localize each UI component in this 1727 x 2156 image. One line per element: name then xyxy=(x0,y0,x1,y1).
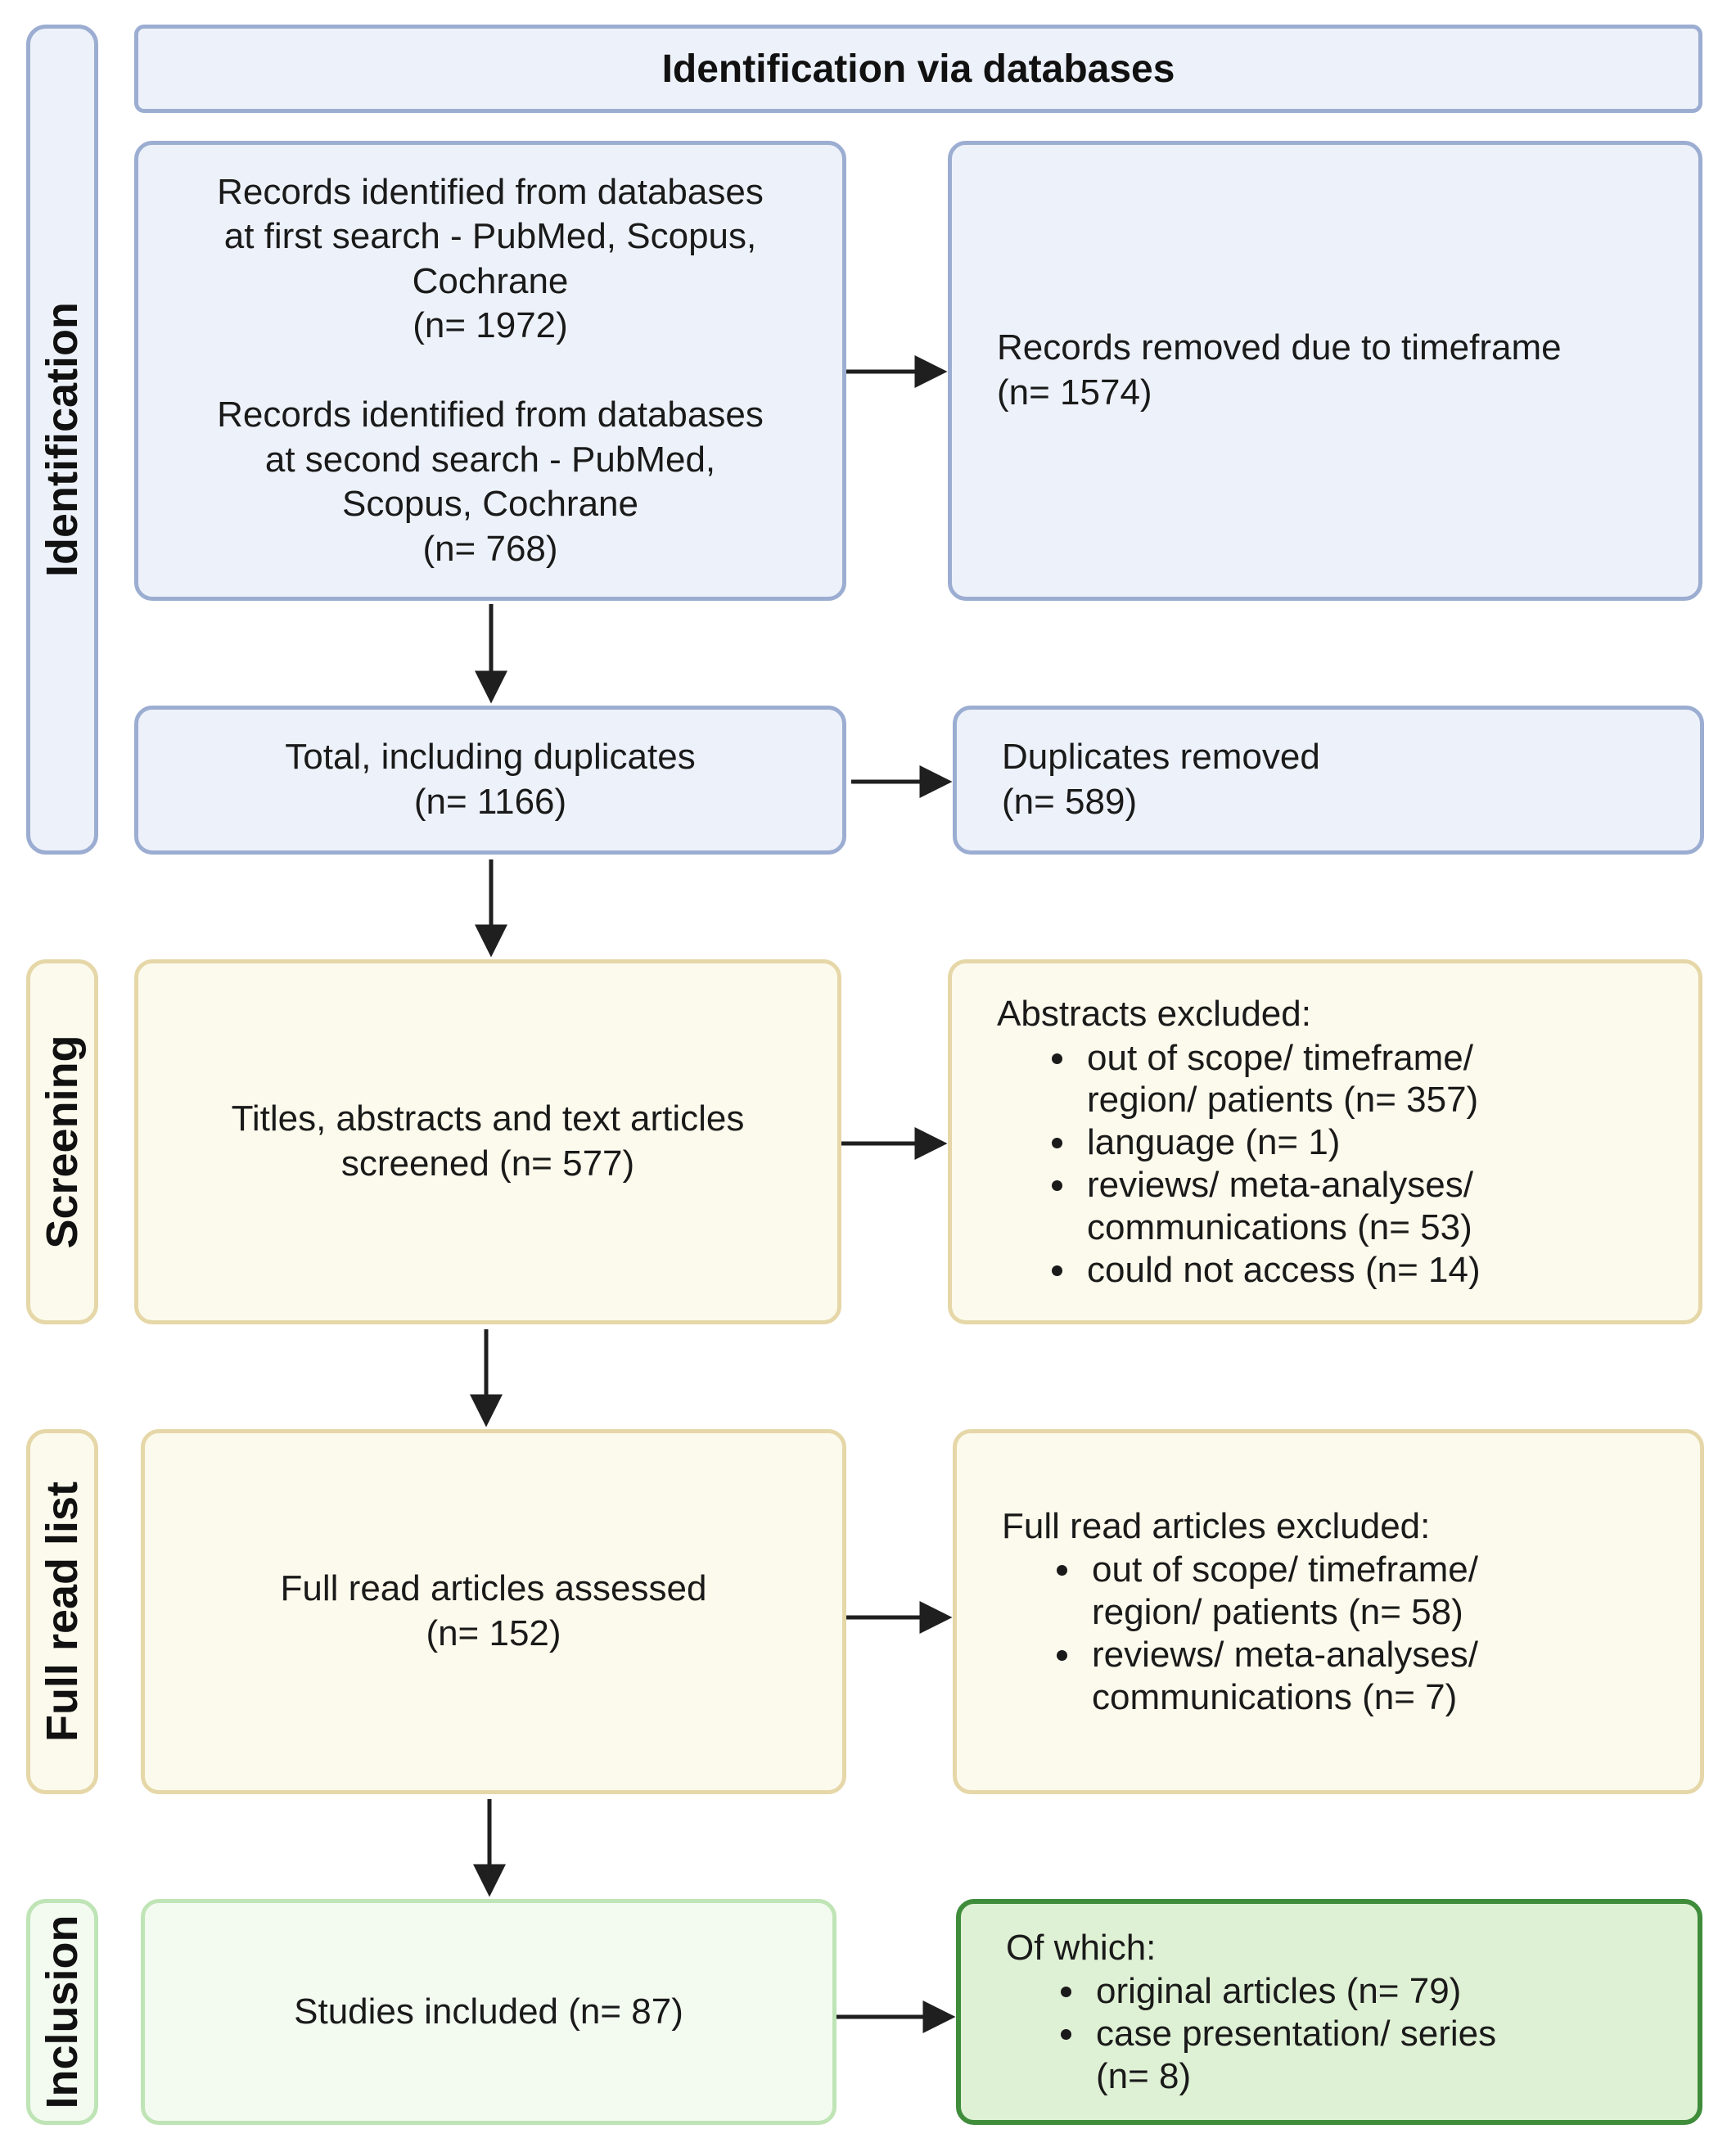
full-read-excluded-box: Full read articles excluded: out of scop… xyxy=(953,1429,1704,1794)
records-removed-box: Records removed due to timeframe (n= 157… xyxy=(948,141,1702,601)
list-item: out of scope/ timeframe/ region/ patient… xyxy=(1079,1037,1674,1122)
header-identification-via-databases: Identification via databases xyxy=(134,25,1702,113)
first-search-line-1: Records identified from databases xyxy=(217,171,764,212)
list-item: case presentation/ series (n= 8) xyxy=(1088,2013,1673,2098)
list-item: original articles (n= 79) xyxy=(1088,1970,1673,2013)
stage-full-read: Full read list xyxy=(26,1429,98,1794)
list-item: out of scope/ timeframe/ region/ patient… xyxy=(1084,1549,1675,1634)
full-read-excluded-title: Full read articles excluded: xyxy=(1002,1505,1431,1546)
second-search-line-2: at second search - PubMed, xyxy=(264,439,716,480)
second-search-line-1: Records identified from databases xyxy=(217,395,764,435)
stage-screening: Screening xyxy=(26,959,98,1324)
first-search-line-3: Cochrane xyxy=(412,260,569,301)
duplicates-count: (n= 589) xyxy=(1002,782,1138,822)
screened-line-1: Titles, abstracts and text articles xyxy=(231,1098,745,1139)
studies-included-box: Studies included (n= 87) xyxy=(141,1899,836,2125)
studies-included-label: Studies included (n= 87) xyxy=(294,1991,683,2032)
total-duplicates-box: Total, including duplicates (n= 1166) xyxy=(134,706,846,855)
list-item: could not access (n= 14) xyxy=(1079,1249,1674,1292)
breakdown-title: Of which: xyxy=(1006,1927,1157,1968)
abstracts-excluded-list: out of scope/ timeframe/ region/ patient… xyxy=(997,1037,1674,1292)
breakdown-list: original articles (n= 79) case presentat… xyxy=(1006,1970,1673,2098)
stage-identification: Identification xyxy=(26,25,98,855)
records-removed-count: (n= 1574) xyxy=(997,372,1152,413)
assessed-count: (n= 152) xyxy=(426,1613,561,1653)
first-search-count: (n= 1972) xyxy=(413,305,568,346)
duplicates-removed-box: Duplicates removed (n= 589) xyxy=(953,706,1704,855)
screened-line-2: screened (n= 577) xyxy=(340,1143,635,1184)
list-item: reviews/ meta-analyses/ communications (… xyxy=(1079,1164,1674,1249)
full-read-assessed-box: Full read articles assessed (n= 152) xyxy=(141,1429,846,1794)
records-identified-box: Records identified from databases at fir… xyxy=(134,141,846,601)
full-read-excluded-list: out of scope/ timeframe/ region/ patient… xyxy=(1002,1549,1675,1719)
stage-inclusion: Inclusion xyxy=(26,1899,98,2125)
second-search-line-3: Scopus, Cochrane xyxy=(342,484,638,525)
first-search-line-2: at first search - PubMed, Scopus, xyxy=(223,216,757,257)
screened-box: Titles, abstracts and text articles scre… xyxy=(134,959,841,1324)
list-item: reviews/ meta-analyses/ communications (… xyxy=(1084,1634,1675,1719)
total-label: Total, including duplicates xyxy=(285,737,696,778)
list-item: language (n= 1) xyxy=(1079,1121,1674,1164)
header-title: Identification via databases xyxy=(661,47,1175,91)
assessed-label: Full read articles assessed xyxy=(280,1568,707,1609)
total-count: (n= 1166) xyxy=(413,782,567,822)
inclusion-breakdown-box: Of which: original articles (n= 79) case… xyxy=(956,1899,1702,2125)
second-search-count: (n= 768) xyxy=(422,528,558,569)
records-removed-label: Records removed due to timeframe xyxy=(997,327,1562,368)
abstracts-excluded-title: Abstracts excluded: xyxy=(997,994,1311,1034)
abstracts-excluded-box: Abstracts excluded: out of scope/ timefr… xyxy=(948,959,1702,1324)
duplicates-label: Duplicates removed xyxy=(1002,737,1320,778)
